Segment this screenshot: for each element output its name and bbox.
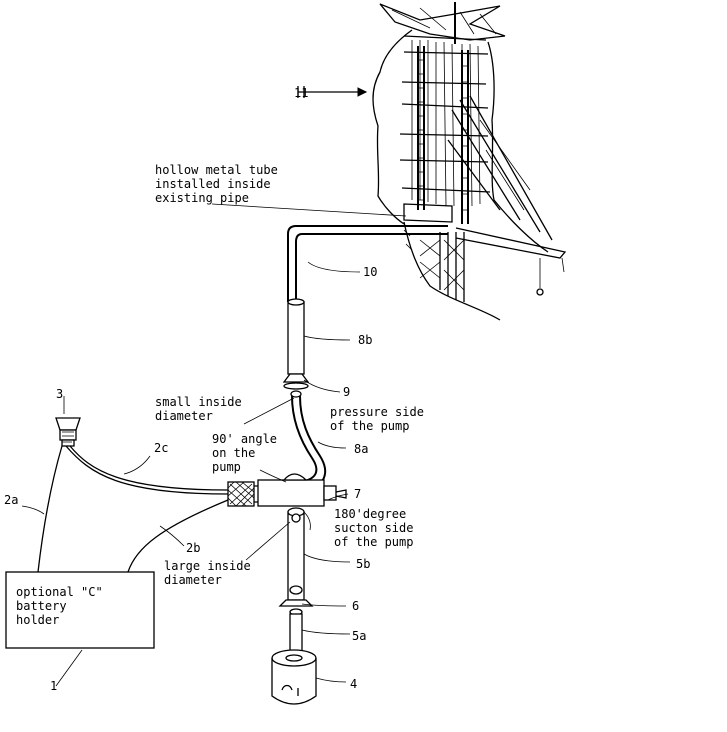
- angle-label-line3: pump: [212, 460, 241, 474]
- wiring: [5, 417, 229, 649]
- labels: 11 hollow metal tube installed inside ex…: [4, 86, 424, 693]
- ref-6-label: 6: [352, 599, 359, 613]
- ref-10-label: 10: [363, 265, 377, 279]
- ref-1-label: 1: [50, 679, 57, 693]
- angle-label-line2: on the: [212, 446, 255, 460]
- battery-holder-label-line2: battery: [16, 599, 67, 613]
- tubing-assembly: [227, 225, 448, 705]
- suction-side-label-line3: of the pump: [334, 535, 413, 549]
- ref-3-label: 3: [56, 387, 63, 401]
- switch-3: [55, 417, 81, 431]
- battery-holder-label-line1: optional "C": [16, 585, 103, 599]
- ref-7-label: 7: [354, 487, 361, 501]
- ref-2c-label: 2c: [154, 441, 168, 455]
- ref-2a-label: 2a: [4, 493, 18, 507]
- leader-lines: [21, 86, 407, 687]
- pump-7: [257, 479, 325, 507]
- pressure-side-label-line2: of the pump: [330, 419, 409, 433]
- connector-9: [282, 373, 310, 383]
- ref-2b-label: 2b: [186, 541, 200, 555]
- ref-5a-label: 5a: [352, 629, 366, 643]
- small-diameter-label-line2: diameter: [155, 409, 213, 423]
- pressure-side-label-line1: pressure side: [330, 405, 424, 419]
- battery-holder-label-line3: holder: [16, 613, 59, 627]
- small-diameter-label-line1: small inside: [155, 395, 242, 409]
- suction-side-label-line1: 180'degree: [334, 507, 406, 521]
- ref-9-label: 9: [343, 385, 350, 399]
- large-diameter-label-line2: diameter: [164, 573, 222, 587]
- large-diameter-label-line1: large inside: [164, 559, 251, 573]
- angle-label-line1: 90' angle: [212, 432, 277, 446]
- ref-8b-label: 8b: [358, 333, 372, 347]
- ref-8a-label: 8a: [354, 442, 368, 456]
- ref-4-label: 4: [350, 677, 357, 691]
- connector-6: [278, 599, 314, 607]
- hollow-tube-label-line2: installed inside: [155, 177, 271, 191]
- fountain-structure: [372, 2, 567, 321]
- suction-side-label-line2: sucton side: [334, 521, 413, 535]
- hollow-tube-label-line1: hollow metal tube: [155, 163, 278, 177]
- tube-8b: [287, 301, 305, 375]
- ref-5b-label: 5b: [356, 557, 370, 571]
- ref-11-label: 11: [294, 86, 308, 100]
- battery-holder-1: [5, 571, 155, 649]
- hollow-tube-label-line3: existing pipe: [155, 191, 249, 205]
